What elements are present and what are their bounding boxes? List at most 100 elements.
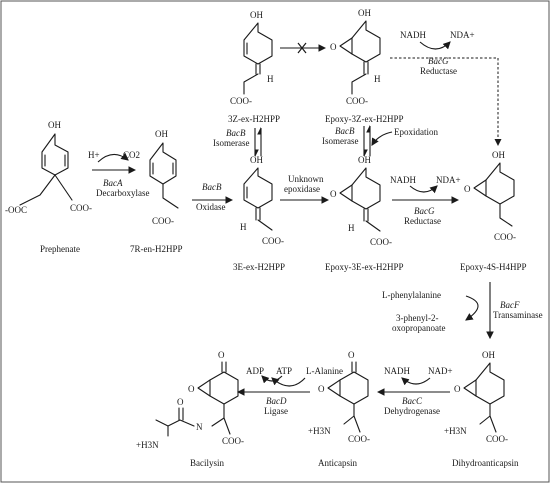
- epoxy-4S-structure: OH O COO- Epoxy-4S-H4HPP: [460, 150, 527, 272]
- bacilysin-structure: O O COO- N O +H3N Bacilysin: [136, 350, 244, 468]
- bacG-mid-step: NADH NDA+ BacG Reductase: [390, 175, 461, 226]
- bacilysin-n: N: [196, 422, 203, 432]
- bacB-iso1-role: Isomerase: [213, 138, 249, 148]
- co2-label: CO2: [123, 150, 140, 160]
- bacD-name: BacD: [266, 396, 287, 406]
- ep3e-h: H: [348, 223, 355, 233]
- 3Z-h: H: [267, 74, 274, 84]
- epoxy-3Z-structure: OH O H COO- Epoxy-3Z-ex-H2HPP: [325, 8, 404, 124]
- ep3z-oh: OH: [358, 8, 371, 18]
- bacilysin-h3n: +H3N: [136, 440, 159, 450]
- bacG-top-role: Reductase: [420, 66, 457, 76]
- 3E-coo: COO-: [262, 236, 284, 246]
- bacA-name: BacA: [103, 178, 123, 188]
- bacB-iso2-role: Isomerase: [322, 136, 358, 146]
- ep3z-label: Epoxy-3Z-ex-H2HPP: [325, 114, 404, 124]
- prephenate-label: Prephenate: [40, 244, 80, 254]
- bacilysin-epoxide-o: O: [188, 384, 195, 394]
- ep4s-label: Epoxy-4S-H4HPP: [460, 262, 527, 272]
- epoxidation-label: Epoxidation: [394, 127, 438, 137]
- 3E-h: H: [240, 222, 247, 232]
- 3Z-oh: OH: [250, 10, 263, 20]
- anticapsin-label: Anticapsin: [318, 458, 357, 468]
- nda-plus-top: NDA+: [450, 30, 475, 40]
- nda-plus-mid: NDA+: [436, 175, 461, 185]
- h-plus: H+: [88, 150, 100, 160]
- bacC-role: Dehydrogenase: [384, 406, 440, 416]
- adp-label: ADP: [246, 366, 264, 376]
- 3E-label: 3E-ex-H2HPP: [233, 262, 285, 272]
- ep3z-h: H: [374, 74, 381, 84]
- dihydroanticapsin-structure: OH O +H3N COO- Dihydroanticapsin: [444, 350, 519, 468]
- dhac-o: O: [454, 384, 461, 394]
- bacG-mid-name: BacG: [414, 206, 435, 216]
- bacB-iso1-name: BacB: [226, 128, 246, 138]
- bacD-role: Ligase: [264, 406, 288, 416]
- dashed-arrow: [390, 57, 502, 146]
- 3Z-structure: OH H COO- 3Z-ex-H2HPP: [228, 10, 280, 124]
- unknown-1: Unknown: [288, 174, 324, 184]
- 7R-structure: OH COO- 7R-en-H2HPP: [130, 129, 183, 254]
- nadh-mid: NADH: [390, 175, 416, 185]
- dhac-label: Dihydroanticapsin: [452, 458, 519, 468]
- bacilysin-amide-o: O: [177, 397, 184, 407]
- dhac-coo: COO-: [486, 434, 508, 444]
- nadh-top: NADH: [400, 30, 426, 40]
- bacD-step: ADP ATP L-Alanine BacD Ligase: [236, 366, 343, 416]
- bacB-oxidase-role: Oxidase: [196, 202, 226, 212]
- ep3e-oh: OH: [358, 155, 371, 165]
- anticapsin-coo: COO-: [348, 434, 370, 444]
- dhac-h3n: +H3N: [444, 426, 467, 436]
- 3E-structure: OH H COO- 3E-ex-H2HPP: [233, 155, 285, 272]
- ep3e-label: Epoxy-3E-ex-H2HPP: [325, 262, 404, 272]
- dhac-oh: OH: [482, 350, 495, 360]
- bacA-role: Decarboxylase: [96, 188, 149, 198]
- atp-label: ATP: [276, 366, 292, 376]
- prephenate-coo: COO-: [70, 203, 92, 213]
- ep3z-o: O: [330, 42, 337, 52]
- bacB-oxidase-name: BacB: [202, 182, 222, 192]
- bacB-oxidase-step: BacB Oxidase: [192, 182, 234, 212]
- anticapsin-structure: O O +H3N COO- Anticapsin: [308, 350, 370, 468]
- ep4s-coo: COO-: [494, 232, 516, 242]
- bacB-iso2-name: BacB: [335, 126, 355, 136]
- nad-plus: NAD+: [428, 366, 453, 376]
- 7R-oh: OH: [155, 129, 168, 139]
- l-phe: L-phenylalanine: [382, 290, 441, 300]
- 3Z-coo: COO-: [230, 96, 252, 106]
- bacC-name: BacC: [402, 396, 423, 406]
- unknown-epoxidase-step: Unknown epoxidase: [280, 174, 330, 204]
- bacG-top-name: BacG: [428, 56, 449, 66]
- bacF-name: BacF: [500, 300, 520, 310]
- ep3z-coo: COO-: [346, 96, 368, 106]
- ep3e-coo: COO-: [370, 237, 392, 247]
- nadh-bottom: NADH: [384, 366, 410, 376]
- 7R-coo: COO-: [152, 216, 174, 226]
- 3Z-label: 3Z-ex-H2HPP: [228, 114, 280, 124]
- bacB-isomerase-right: BacB Isomerase Epoxidation: [322, 124, 438, 158]
- bacB-isomerase-left: BacB Isomerase: [213, 126, 262, 158]
- ep4s-oh: OH: [492, 150, 505, 160]
- prephenate-ooc: -OOC: [5, 205, 27, 215]
- phenylpyruvate-1: 3-phenyl-2-: [396, 313, 439, 323]
- bacilysin-label: Bacilysin: [190, 458, 224, 468]
- ep4s-o: O: [464, 184, 471, 194]
- prephenate-oh: OH: [48, 120, 61, 130]
- unknown-2: epoxidase: [284, 184, 320, 194]
- anticapsin-epoxide-o: O: [318, 384, 325, 394]
- epoxy-3E-structure: OH O H COO- Epoxy-3E-ex-H2HPP: [325, 155, 404, 272]
- prephenate-structure: OH -OOC COO- Prephenate: [5, 120, 92, 254]
- phenylpyruvate-2: oxopropanoate: [392, 323, 445, 333]
- 7R-label: 7R-en-H2HPP: [130, 244, 183, 254]
- ep3e-o: O: [330, 189, 337, 199]
- anticapsin-h3n: +H3N: [308, 426, 331, 436]
- bacF-step: L-phenylalanine 3-phenyl-2- oxopropanoat…: [382, 282, 543, 340]
- anticapsin-ketone-o: O: [348, 350, 355, 360]
- l-alanine: L-Alanine: [306, 366, 343, 376]
- bacF-role: Transaminase: [493, 310, 543, 320]
- bacilysin-ketone-o: O: [218, 350, 225, 360]
- bacG-mid-role: Reductase: [404, 216, 441, 226]
